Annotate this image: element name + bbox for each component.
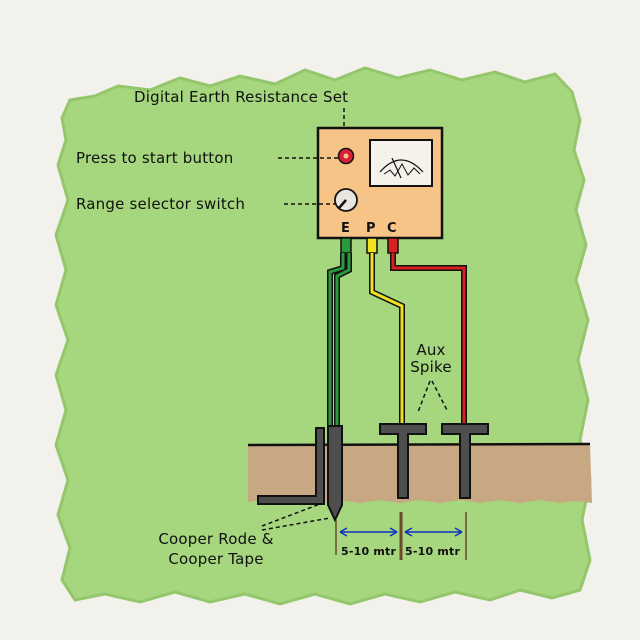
wire-p-color bbox=[370, 253, 404, 424]
rod-label: Cooper Rode & Cooper Tape bbox=[150, 529, 282, 569]
meter-trace bbox=[383, 162, 421, 177]
meter-scale-arc bbox=[379, 159, 424, 173]
soil-layer bbox=[248, 444, 592, 503]
distance-label-2: 5-10 mtr bbox=[405, 545, 461, 558]
terminal-c-label: C bbox=[387, 221, 397, 236]
aux-leader-1 bbox=[417, 380, 431, 413]
terminal-p-label: P bbox=[366, 221, 376, 236]
meter-display bbox=[369, 139, 433, 187]
rod-label-line1: Cooper Rode & bbox=[158, 530, 274, 548]
aux-spike-label-line1: Aux bbox=[416, 341, 446, 359]
aux-spike-label-line2: Spike bbox=[410, 358, 452, 376]
ground-line bbox=[247, 442, 591, 447]
distance-arrowhead-1a bbox=[339, 527, 348, 537]
start-button-center bbox=[343, 153, 349, 159]
terminal-e-label: E bbox=[341, 221, 351, 236]
start-button-label: Press to start button bbox=[76, 149, 234, 167]
aux-leader-2 bbox=[431, 380, 449, 413]
aux-spike-c bbox=[441, 423, 489, 499]
wire-e-2-color bbox=[335, 253, 351, 428]
copper-tape bbox=[257, 427, 325, 505]
range-selector-pointer bbox=[338, 199, 347, 209]
range-switch-label: Range selector switch bbox=[76, 195, 246, 213]
distance-arrowhead-1b bbox=[389, 527, 398, 537]
distance-arrowhead-2b bbox=[454, 527, 463, 537]
rod-label-line2: Cooper Tape bbox=[168, 550, 264, 568]
terminal-c[interactable] bbox=[387, 237, 399, 254]
terminal-p[interactable] bbox=[366, 237, 378, 254]
aux-spike-p bbox=[379, 423, 427, 499]
diagram-title: Digital Earth Resistance Set bbox=[134, 88, 349, 106]
wire-e-color bbox=[328, 253, 345, 428]
rod-leader-2 bbox=[261, 517, 331, 531]
meter-needle bbox=[391, 157, 402, 179]
terminal-e[interactable] bbox=[340, 237, 352, 254]
aux-spike-label: Aux Spike bbox=[406, 342, 456, 376]
wire-c-color bbox=[391, 253, 466, 424]
distance-arrowhead-2a bbox=[404, 527, 413, 537]
distance-label-1: 5-10 mtr bbox=[341, 545, 397, 558]
copper-rod bbox=[327, 425, 343, 523]
rod-leader-1 bbox=[261, 503, 321, 527]
